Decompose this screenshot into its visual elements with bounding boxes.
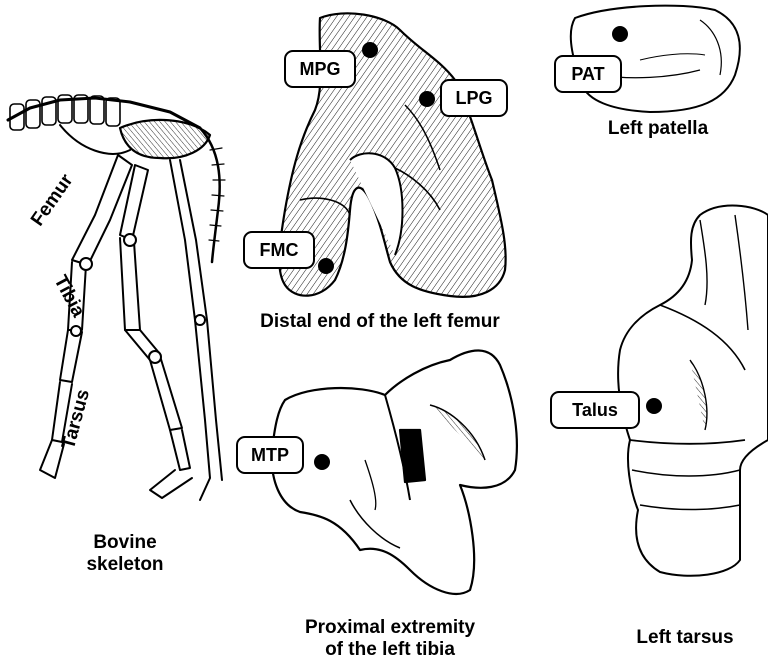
mtp-dot [314,454,330,470]
pat-label: PAT [554,55,622,93]
tibia-caption-line2: of the left tibia [270,639,510,660]
fmc-dot [318,258,334,274]
tibia-caption: Proximal extremity of the left tibia [270,617,510,660]
mpg-dot [362,42,378,58]
bovine-skeleton-drawing [8,95,225,500]
tibia-drawing [272,350,517,593]
skeleton-caption-line1: Bovine [60,532,190,554]
tibia-caption-line1: Proximal extremity [270,617,510,639]
patella-caption: Left patella [588,118,728,140]
lpg-dot [419,91,435,107]
talus-label: Talus [550,391,640,429]
fmc-label: FMC [243,231,315,269]
tarsus-drawing [618,206,768,576]
talus-dot [646,398,662,414]
skeleton-caption-line2: skeleton [60,554,190,576]
skeleton-caption: Bovine skeleton [60,532,190,576]
lpg-label: LPG [440,79,508,117]
pat-dot [612,26,628,42]
mtp-label: MTP [236,436,304,474]
femur-caption: Distal end of the left femur [220,311,540,333]
tarsus-caption: Left tarsus [620,627,750,649]
mpg-label: MPG [284,50,356,88]
